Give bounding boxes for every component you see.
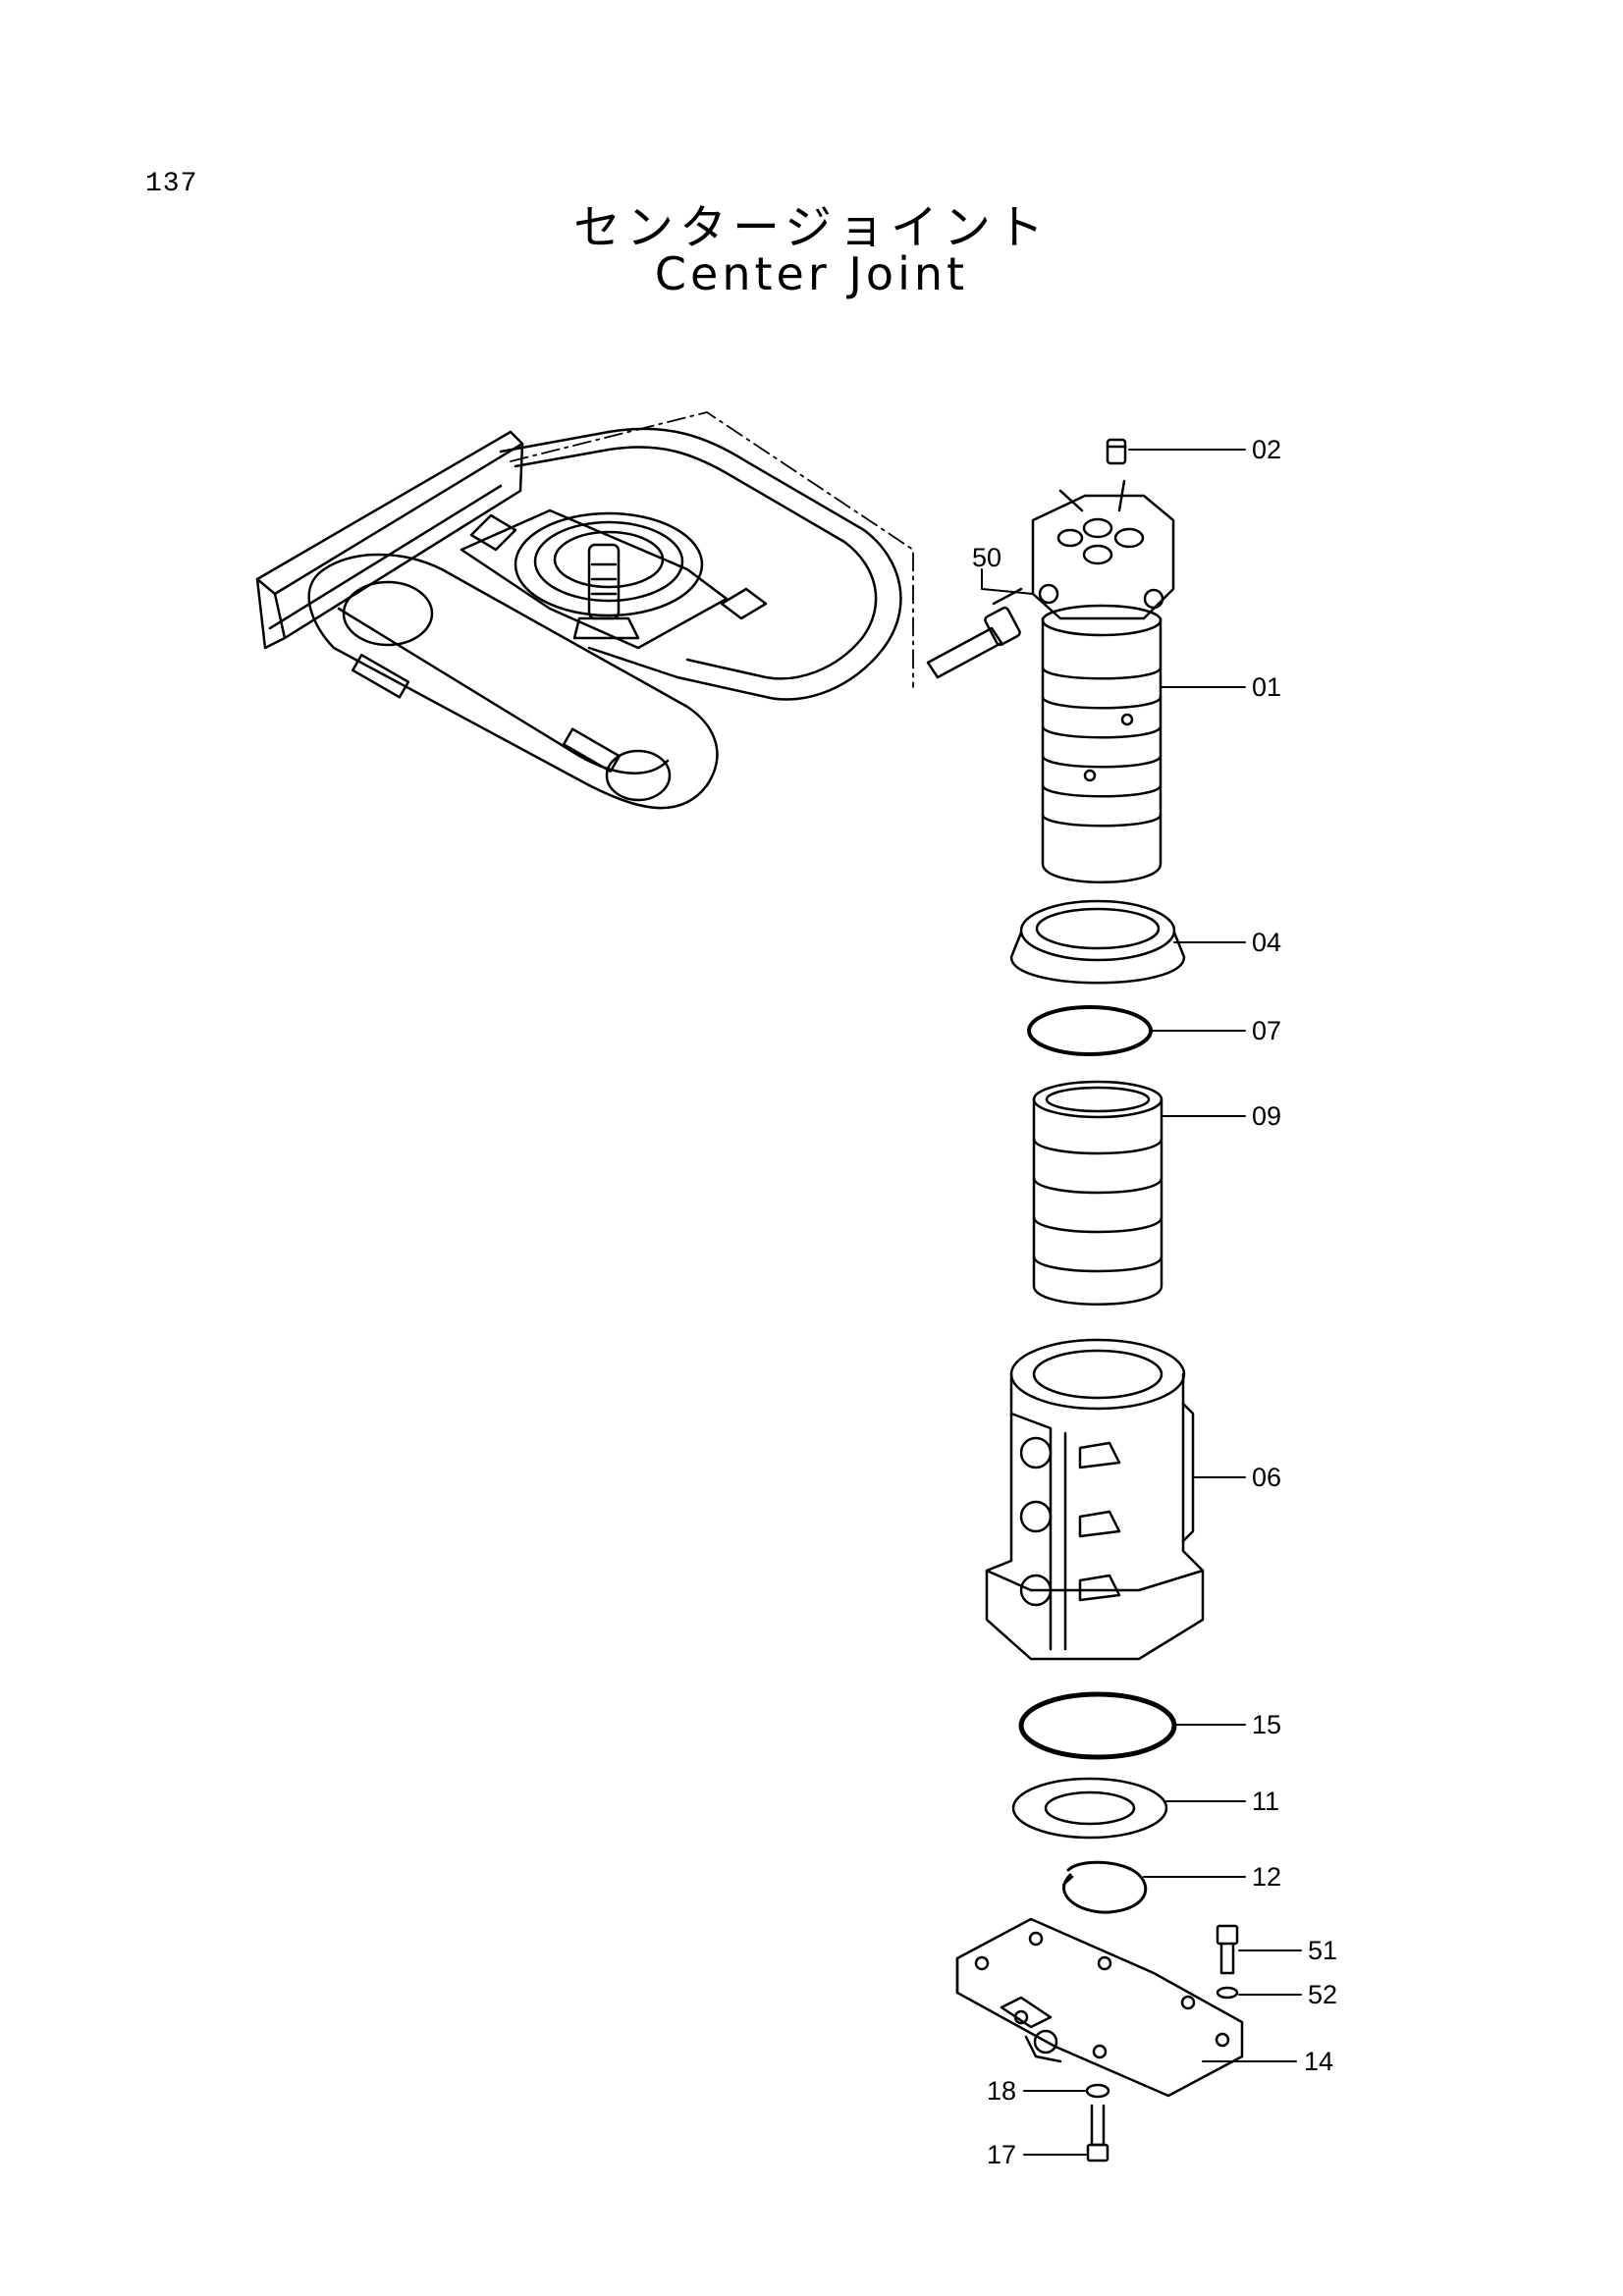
callout-07: 07 bbox=[1252, 1016, 1281, 1045]
part-01-spindle bbox=[1031, 479, 1175, 883]
part-17-bolt bbox=[1086, 2104, 1109, 2163]
part-06-body bbox=[985, 1338, 1205, 1661]
undercarriage-overview-drawing bbox=[255, 411, 914, 810]
leader-lines bbox=[981, 449, 1302, 2156]
page-title-japanese: センタージョイント bbox=[572, 200, 1051, 255]
part-11-washer bbox=[1011, 1777, 1168, 1840]
part-52-washer bbox=[1216, 1986, 1239, 2000]
page-title-english: Center Joint bbox=[654, 247, 969, 300]
part-15-o-ring bbox=[1018, 1691, 1177, 1760]
part-07-o-ring bbox=[1027, 1005, 1153, 1056]
part-04-cover bbox=[1009, 899, 1186, 985]
part-18-washer bbox=[1085, 2083, 1110, 2099]
callout-labels: 02 50 01 04 07 09 06 15 11 12 51 52 14 1… bbox=[972, 435, 1337, 2169]
callout-01: 01 bbox=[1252, 672, 1281, 702]
part-51-bolt bbox=[1216, 1924, 1239, 1975]
part-02-plug bbox=[1106, 438, 1127, 465]
page-number: 137 bbox=[145, 169, 198, 199]
part-50-fitting bbox=[926, 587, 1023, 679]
callout-18: 18 bbox=[987, 2076, 1016, 2106]
part-09-seal-set bbox=[1032, 1080, 1163, 1306]
callout-09: 09 bbox=[1252, 1101, 1281, 1131]
callout-15: 15 bbox=[1252, 1710, 1281, 1739]
callout-50: 50 bbox=[972, 543, 1001, 572]
part-12-snap-ring bbox=[1061, 1860, 1148, 1914]
callout-51: 51 bbox=[1308, 1936, 1337, 1965]
callout-11: 11 bbox=[1252, 1787, 1279, 1816]
callout-12: 12 bbox=[1252, 1862, 1281, 1892]
callout-52: 52 bbox=[1308, 1980, 1337, 2009]
callout-02: 02 bbox=[1252, 435, 1281, 464]
callout-17: 17 bbox=[987, 2140, 1016, 2169]
callout-14: 14 bbox=[1304, 2047, 1333, 2076]
callout-04: 04 bbox=[1252, 928, 1281, 957]
part-14-cover-plate bbox=[955, 1917, 1244, 2098]
callout-06: 06 bbox=[1252, 1463, 1281, 1492]
